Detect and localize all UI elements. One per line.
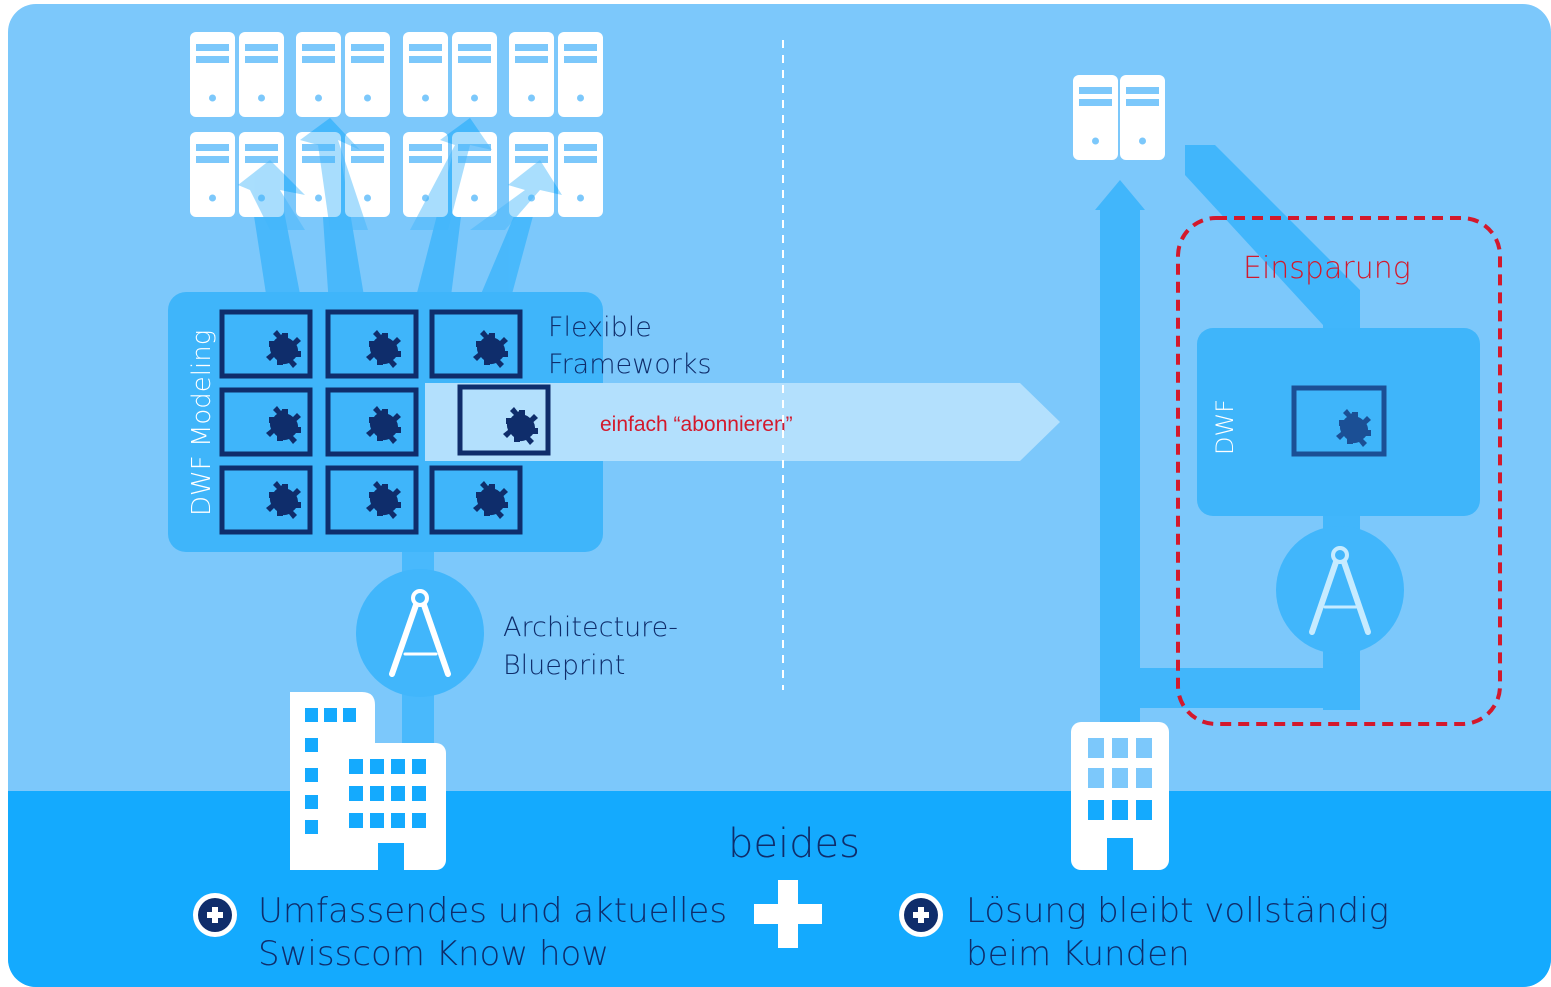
plus-circle-icon xyxy=(899,893,943,937)
savings-frame xyxy=(1176,216,1502,726)
building-icon xyxy=(1071,722,1169,870)
dwf-modeling-label: DWF Modeling xyxy=(187,330,217,516)
flexible-frameworks-label: Flexible Frameworks xyxy=(548,312,712,380)
dwf-panel-right xyxy=(1197,328,1480,516)
benefit-text-2: Lösung bleibt vollständig beim Kunden xyxy=(966,891,1400,974)
benefit-text-1: Umfassendes und aktuelles Swisscom Know … xyxy=(258,891,738,974)
framework-grid xyxy=(219,309,523,535)
architecture-blueprint-label: Architecture- Blueprint xyxy=(503,612,687,681)
dwf-label: DWF xyxy=(1211,399,1239,455)
subscribe-arrow xyxy=(425,383,1060,461)
savings-label: Einsparung xyxy=(1243,251,1411,286)
blueprint-circle-left xyxy=(356,569,484,697)
compass-icon xyxy=(389,589,451,677)
both-label: beides xyxy=(728,821,860,867)
right-flow xyxy=(1095,145,1360,770)
blueprint-circle-right xyxy=(1276,526,1404,654)
plus-circle-icon xyxy=(193,893,237,937)
subscribe-label: einfach “abonnieren” xyxy=(600,413,793,436)
plus-icon xyxy=(754,880,822,948)
